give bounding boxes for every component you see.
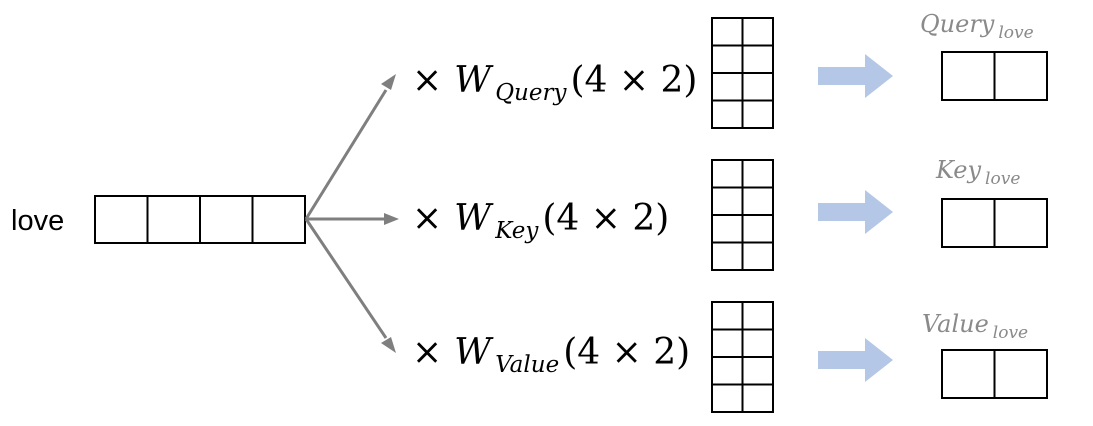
weight-matrix-cell [711,17,744,47]
weight-matrix-cell [711,383,744,413]
weight-shape: (4 × 2) [563,332,690,373]
weight-matrix-cell [741,383,774,413]
weight-symbol: W [454,332,494,373]
output-vector-value [941,349,1048,399]
projection-row-value: × W Value (4 × 2) Value love [412,301,1048,413]
weight-matrix-cell [711,301,744,331]
output-vector-key [941,198,1048,248]
fan-arrowhead-value [381,337,396,353]
output-vector-cell [993,198,1048,248]
weight-subscript: Value [495,352,559,378]
output-subscript: love [993,323,1028,343]
weight-matrix-cell [711,214,744,244]
fan-arrows [304,74,399,353]
input-vector-cell [199,195,254,244]
weight-matrix-key [711,159,774,271]
weight-matrix-cell [711,44,744,74]
weight-matrix-cell [741,328,774,358]
weight-matrix-cell [741,301,774,331]
operator-symbol: × [412,198,442,239]
weight-matrix-cell [711,241,744,271]
result-arrow-value [818,338,893,382]
input-word-label: love [11,205,64,237]
weight-matrix-cell [711,99,744,129]
input-vector-cell [94,195,149,244]
output-vector-cell [993,349,1048,399]
weight-matrix-cell [741,214,774,244]
fan-arrow-query [304,89,388,220]
output-subscript: love [985,169,1020,189]
weight-symbol: W [454,198,494,239]
result-arrow-key [818,190,893,234]
weight-matrix-cell [741,186,774,216]
weight-shape: (4 × 2) [570,60,697,101]
weight-subscript: Key [494,218,539,244]
output-name: Key [935,156,981,184]
projection-row-query: × W Query (4 × 2) Query love [412,10,1048,129]
weight-matrix-cell [711,159,744,189]
weight-matrix-cell [741,99,774,129]
weight-matrix-cell [741,44,774,74]
weight-matrix-value [711,301,774,413]
output-label-query: Query love [920,10,1034,43]
weight-matrix-cell [711,328,744,358]
fan-arrow-value [304,218,388,339]
fan-arrowhead-key [384,213,399,225]
result-arrow-query [818,54,893,98]
weight-matrix-cell [741,72,774,102]
input-vector-cell [146,195,201,244]
output-label-value: Value love [922,310,1028,343]
weight-matrix-query [711,17,774,129]
weight-subscript: Query [495,80,567,106]
output-vector-cell [941,349,996,399]
weight-matrix-cell [711,186,744,216]
output-subscript: love [998,23,1033,43]
projection-row-key: × W Key (4 × 2) Key love [412,156,1048,271]
output-name: Value [922,310,989,338]
formula-key: × W Key (4 × 2) [412,198,669,244]
weight-symbol: W [454,60,494,101]
output-vector-cell [941,198,996,248]
weight-shape: (4 × 2) [542,198,669,239]
output-name: Query [920,10,995,38]
weight-matrix-cell [711,356,744,386]
output-vector-cell [941,51,996,101]
weight-matrix-cell [741,356,774,386]
weight-matrix-cell [741,159,774,189]
output-vector-cell [993,51,1048,101]
operator-symbol: × [412,60,442,101]
formula-query: × W Query (4 × 2) [412,60,697,106]
weight-matrix-cell [741,241,774,271]
output-label-key: Key love [935,156,1020,189]
formula-value: × W Value (4 × 2) [412,332,690,378]
fan-arrowhead-query [381,74,396,90]
input-embedding-vector [94,195,306,244]
output-vector-query [941,51,1048,101]
weight-matrix-cell [741,17,774,47]
input-vector-cell [251,195,306,244]
operator-symbol: × [412,332,442,373]
weight-matrix-cell [711,72,744,102]
